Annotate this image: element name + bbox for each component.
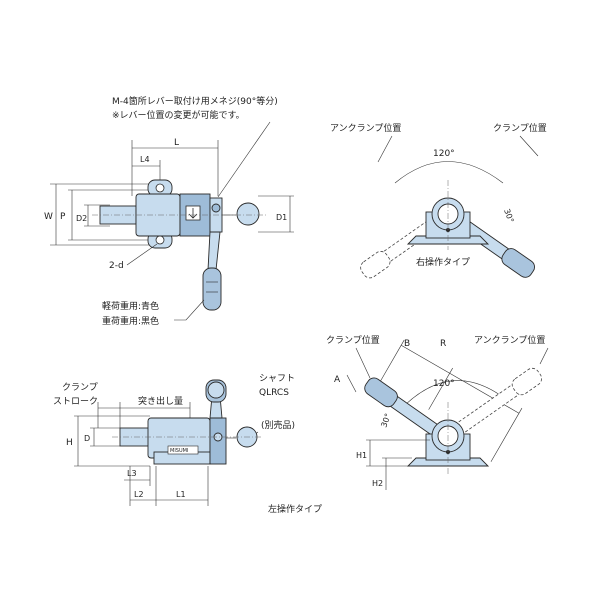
- angle-120-right: 120°: [433, 149, 455, 159]
- leader-hole: [126, 243, 158, 266]
- dim-D: D: [84, 434, 90, 443]
- angle-arc: [394, 161, 504, 184]
- sold-separately-label: (別売品): [261, 419, 295, 431]
- lever-arm: [207, 231, 221, 271]
- dim-L2: L2: [134, 490, 144, 499]
- dim-W: W: [44, 212, 53, 222]
- dim-L1: L1: [176, 490, 186, 499]
- lever-handle: [202, 267, 222, 311]
- clamp-lever-handle-left: [364, 377, 398, 408]
- caption-right-type: 右操作タイプ: [416, 256, 470, 268]
- shaft-label-1: シャフト: [259, 374, 295, 384]
- dim-A: A: [334, 375, 341, 385]
- angle-120-left: 120°: [433, 379, 455, 389]
- lever-knob-ball: [236, 202, 260, 226]
- angle-arc-left: [399, 380, 501, 411]
- dim-L3: L3: [127, 469, 137, 478]
- clamp-lever-handle-right: [501, 248, 535, 278]
- angle-30-left: 30°: [379, 412, 392, 428]
- left-type-side-view: クランプ位置 アンクランプ位置 B R A 120° 30°: [326, 334, 549, 490]
- clamp-stroke-label-2: ストローク: [53, 396, 98, 407]
- hole-label: 2-d: [109, 261, 124, 271]
- note-thread: M-4箇所レバー取付け用メネジ(90°等分): [112, 95, 278, 107]
- dim-H1: H1: [356, 451, 367, 460]
- dim-R: R: [440, 339, 446, 349]
- protrusion-label: 突き出し量: [138, 395, 183, 407]
- top-view-drawing: M-4箇所レバー取付け用メネジ(90°等分) ※レバー位置の変更が可能です。 L…: [44, 95, 294, 327]
- unclamp-label-left: アンクランプ位置: [474, 334, 545, 346]
- dim-H: H: [66, 438, 73, 448]
- light-load-label: 軽荷重用:青色: [102, 300, 159, 312]
- leader-note: [217, 121, 271, 198]
- clamp-label-left: クランプ位置: [326, 334, 380, 346]
- left-type-front-view: クランプ ストローク 突き出し量 シャフト QLRCS (別売品) H D MI…: [53, 374, 322, 515]
- dim-D1: D1: [276, 213, 287, 222]
- dim-L4: L4: [140, 155, 150, 164]
- brand-mark: MISUMI: [170, 448, 188, 454]
- heavy-load-label: 重荷重用:黒色: [102, 315, 159, 327]
- dim-D2: D2: [76, 214, 87, 223]
- right-type-side-view: アンクランプ位置 クランプ位置 120° 30° 右操作タイプ: [330, 122, 547, 279]
- dim-H2: H2: [372, 479, 383, 488]
- caption-left-type: 左操作タイプ: [268, 503, 322, 515]
- angle-30-right: 30°: [502, 208, 515, 224]
- clamp-stroke-label-1: クランプ: [62, 382, 98, 393]
- shaft-label-2: QLRCS: [259, 388, 289, 398]
- dim-P: P: [60, 212, 66, 222]
- note-lever: ※レバー位置の変更が可能です。: [112, 109, 245, 121]
- dim-L: L: [174, 138, 179, 148]
- leader-load: [174, 299, 205, 321]
- clamp-label-right: クランプ位置: [493, 122, 547, 134]
- dim-B: B: [404, 339, 410, 349]
- unclamp-label-right: アンクランプ位置: [330, 122, 401, 134]
